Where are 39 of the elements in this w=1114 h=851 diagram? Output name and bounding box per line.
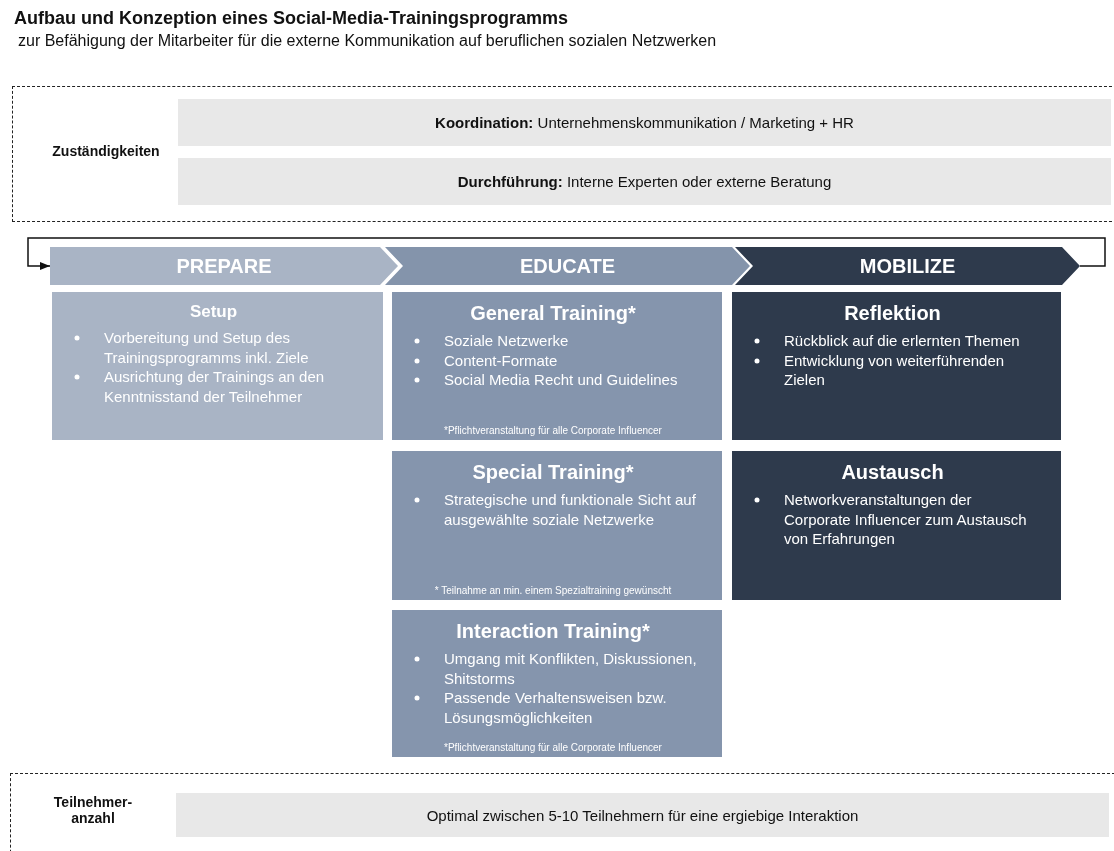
row-label: Teilnehmer- anzahl bbox=[52, 794, 134, 826]
bullet-item: Soziale Netzwerke bbox=[414, 331, 700, 351]
footnote: *Pflichtveranstaltung für alle Corporate Influencer bbox=[443, 742, 663, 753]
phase-header: EDUCATE bbox=[385, 247, 750, 285]
dashed-frame bbox=[10, 773, 1114, 851]
dashed-frame bbox=[12, 86, 1114, 222]
bullet-item: Vorbereitung und Setup des Trainingsprogramms inkl. Ziele bbox=[74, 328, 361, 367]
bullet-item: Umgang mit Konflikten, Diskussionen, Shitstorms bbox=[414, 649, 700, 688]
title: Aufbau und Konzeption eines Social-Media-Trainingsprogramms bbox=[14, 8, 569, 29]
phase-header: MOBILIZE bbox=[735, 247, 1080, 285]
bullet-item: Strategische und funktionale Sicht auf ausgewählte soziale Netzwerke bbox=[414, 490, 700, 529]
row-label: Zuständigkeiten bbox=[51, 143, 161, 159]
bullet-item: Ausrichtung der Trainings an den Kenntnisstand der Teilnehmer bbox=[74, 367, 361, 406]
bullet-item: Social Media Recht und Guidelines bbox=[414, 370, 700, 390]
card-heading: Reflektion bbox=[843, 302, 942, 325]
training-card bbox=[392, 610, 722, 757]
card-heading: Interaction Training* bbox=[455, 620, 651, 643]
bullet-item: Rückblick auf die erlernten Themen bbox=[754, 331, 1039, 351]
phase-header: PREPARE bbox=[50, 247, 398, 285]
card-heading: General Training* bbox=[469, 302, 637, 325]
training-card bbox=[52, 292, 383, 440]
bullet-item: Content-Formate bbox=[414, 350, 700, 370]
card-heading: Austausch bbox=[840, 461, 945, 484]
footnote: * Teilnahme an min. einem Spezialtraining gewünscht bbox=[433, 585, 673, 596]
training-card bbox=[392, 292, 722, 440]
bullet-item: Passende Verhaltensweisen bzw. Lösungsmöglichkeiten bbox=[414, 688, 700, 727]
training-card bbox=[732, 451, 1061, 600]
training-card bbox=[392, 451, 722, 600]
bullet-item: Networkveranstaltungen der Corporate Influencer zum Austausch von Erfahrungen bbox=[754, 490, 1039, 549]
bullet-item: Entwicklung von weiterführenden Zielen bbox=[754, 350, 1039, 390]
loop-arrow bbox=[27, 237, 1106, 271]
subtitle: zur Befähigung der Mitarbeiter für die externe Kommunikation auf beruflichen sozialen Netzwerken bbox=[18, 32, 717, 50]
card-heading: Special Training* bbox=[471, 461, 635, 484]
card-heading: Setup bbox=[188, 302, 239, 322]
info-bar: Durchführung: Interne Experten oder externe Beratung bbox=[178, 158, 1111, 205]
footnote: *Pflichtveranstaltung für alle Corporate Influencer bbox=[443, 425, 663, 436]
info-bar: Optimal zwischen 5-10 Teilnehmern für eine ergiebige Interaktion bbox=[176, 793, 1109, 837]
info-bar: Koordination: Unternehmenskommunikation / Marketing + HR bbox=[178, 99, 1111, 146]
training-card bbox=[732, 292, 1061, 440]
